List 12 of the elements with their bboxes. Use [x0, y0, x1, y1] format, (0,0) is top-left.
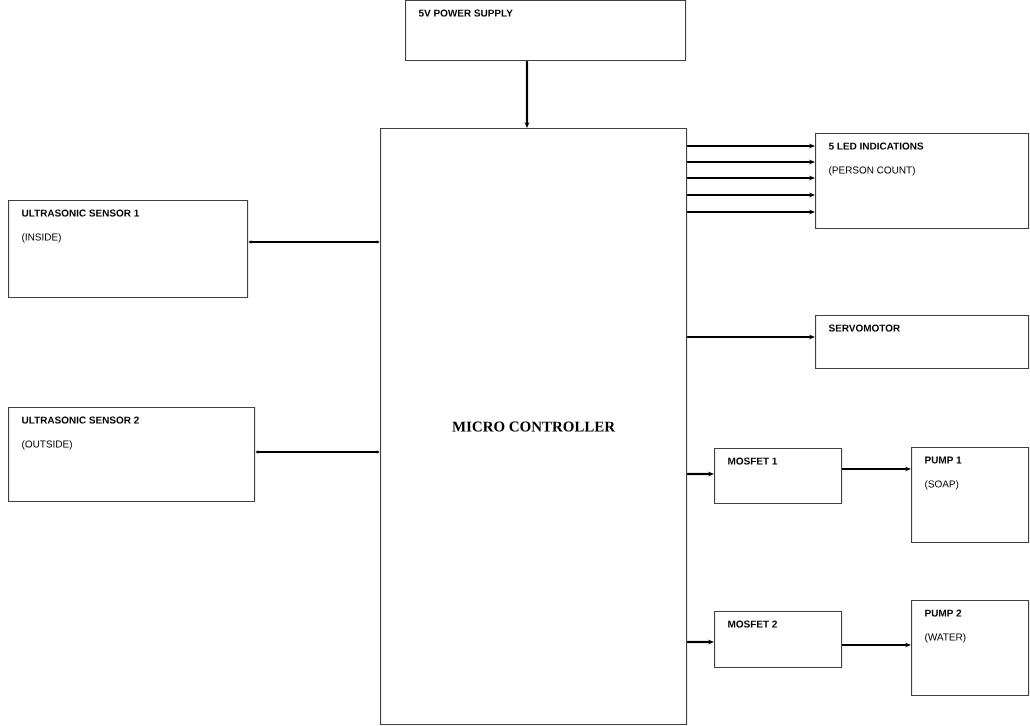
- block-box: 5V POWER SUPPLY: [405, 0, 687, 62]
- arrow: [255, 450, 380, 454]
- block-box: MOSFET 1: [714, 448, 843, 505]
- arrow: [248, 240, 380, 244]
- block-box: SERVOMOTOR: [815, 315, 1030, 370]
- block-box: PUMP 1 (SOAP): [911, 447, 1030, 544]
- block-box: MOSFET 2: [714, 611, 843, 669]
- block-box: ULTRASONIC SENSOR 1 (INSIDE): [8, 200, 249, 299]
- block-box: 5 LED INDICATIONS (PERSON COUNT): [815, 133, 1030, 230]
- block-box: MICRO CONTROLLER: [380, 128, 688, 726]
- block-box: PUMP 2 (WATER): [911, 600, 1030, 697]
- block-box: ULTRASONIC SENSOR 2 (OUTSIDE): [8, 407, 256, 503]
